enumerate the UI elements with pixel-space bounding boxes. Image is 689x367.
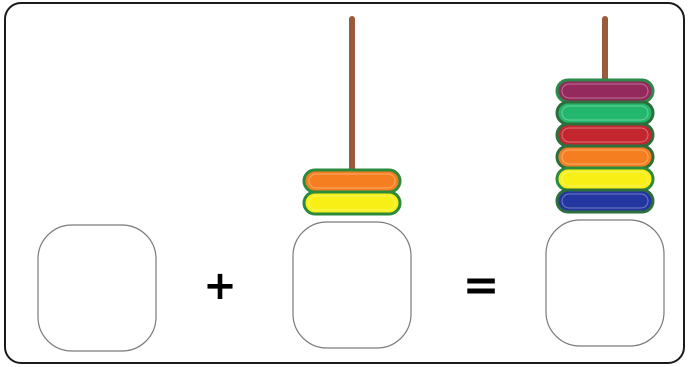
orange-bead [302,168,402,194]
equals-sign: = [462,260,500,311]
abacus-rod [349,16,355,176]
green-bead [555,100,655,126]
bead-highlight [561,105,649,121]
bead-highlight [561,193,649,209]
bead-highlight [561,127,649,143]
abacus-base-box [37,224,157,352]
bead-highlight [308,173,396,189]
orange-bead [555,144,655,170]
bead-highlight [308,195,396,211]
plus-sign: + [203,263,237,309]
yellow-bead [302,190,402,216]
result-abacus [545,16,665,347]
blue-bead [555,188,655,214]
bead-highlight [561,149,649,165]
bead-highlight [561,171,649,187]
red-bead [555,122,655,148]
abacus-rod [602,16,608,86]
yellow-bead [555,166,655,192]
second-abacus [292,16,412,349]
first-abacus [37,224,157,352]
abacus-base-box [292,221,412,349]
bead-highlight [561,83,649,99]
maroon-bead [555,78,655,104]
abaci-layer [37,16,665,352]
abacus-base-box [545,219,665,347]
